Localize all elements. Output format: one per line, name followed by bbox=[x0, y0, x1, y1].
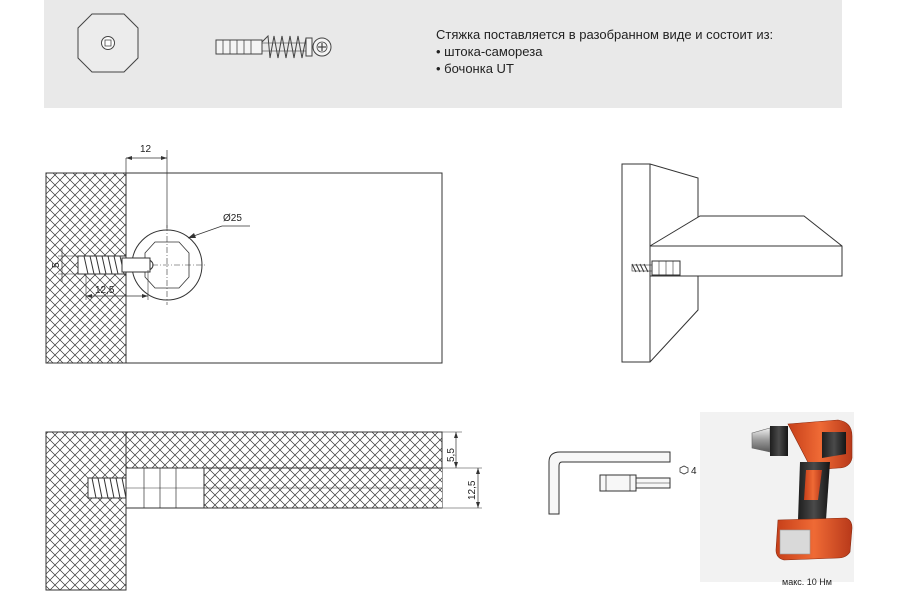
header-band bbox=[44, 0, 842, 108]
hex-bit-icon bbox=[599, 474, 671, 492]
section-view-drawing: 5,5 12,5 bbox=[45, 431, 482, 591]
description-intro: Стяжка поставляется в разобранном виде и… bbox=[436, 27, 774, 42]
screw-rod-icon bbox=[215, 34, 332, 59]
torque-note: макс. 10 Нм bbox=[782, 577, 832, 587]
cordless-drill-icon bbox=[700, 412, 854, 582]
dimension-side-top-label: 5,5 bbox=[446, 448, 457, 462]
description-item-screw: • штока-самореза bbox=[436, 44, 543, 59]
dimension-diameter-label: Ø25 bbox=[223, 213, 242, 224]
isometric-view-drawing bbox=[621, 163, 843, 363]
dimension-side-depth-label: 12,5 bbox=[467, 480, 478, 500]
description-item-barrel: • бочонка UT bbox=[436, 61, 514, 76]
dimension-depth-label: 12,5 bbox=[95, 285, 115, 296]
dimension-offset-label: 5 bbox=[51, 262, 62, 268]
dimension-width-label: 12 bbox=[140, 144, 152, 155]
assembly-description: Стяжка поставляется в разобранном виде и… bbox=[436, 26, 773, 77]
hex-size-marker: 4 bbox=[679, 465, 697, 477]
barrel-nut-icon bbox=[77, 13, 139, 73]
hex-key-icon bbox=[548, 451, 671, 515]
front-view-drawing: 12 Ø25 5 12,5 bbox=[45, 144, 443, 364]
hex-size-label: 4 bbox=[691, 466, 697, 477]
